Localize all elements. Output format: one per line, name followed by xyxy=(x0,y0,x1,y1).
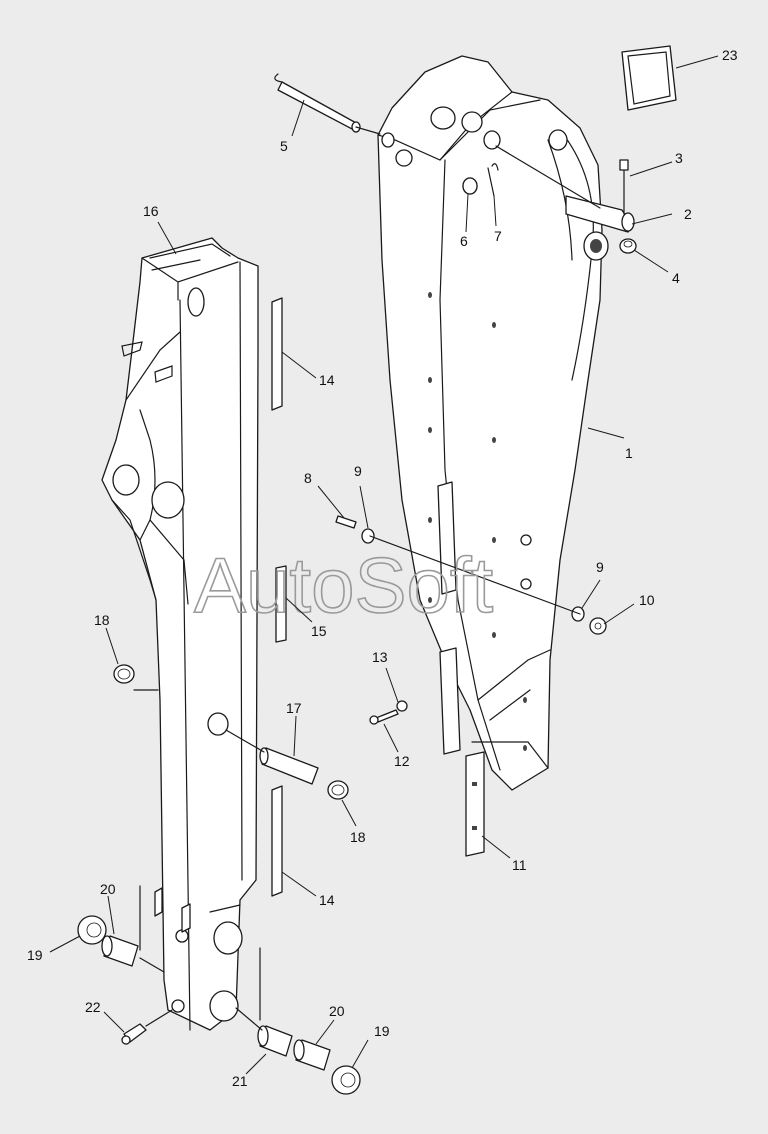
callout-23: 23 xyxy=(722,47,738,63)
small-parts xyxy=(77,45,677,1095)
strip-14a xyxy=(271,297,283,411)
ring-18b xyxy=(327,780,349,800)
callout-10: 10 xyxy=(639,592,655,608)
callout-12: 12 xyxy=(394,753,410,769)
washer-13 xyxy=(396,700,408,712)
callout-20b: 20 xyxy=(329,1003,345,1019)
callout-15: 15 xyxy=(311,623,327,639)
callout-3: 3 xyxy=(675,150,683,166)
strip-14b xyxy=(271,785,283,897)
washer-6 xyxy=(462,177,478,195)
pin-17 xyxy=(261,747,319,785)
bolt-12 xyxy=(375,709,399,723)
leader-lines xyxy=(49,55,719,1075)
callout-5: 5 xyxy=(280,138,288,154)
callout-21: 21 xyxy=(232,1073,248,1089)
ring-23 xyxy=(621,45,677,111)
callout-20a: 20 xyxy=(100,881,116,897)
callout-8: 8 xyxy=(304,470,312,486)
pin-5 xyxy=(277,81,359,131)
callout-14b: 14 xyxy=(319,892,335,908)
callout-7: 7 xyxy=(494,228,502,244)
washer-19a xyxy=(77,915,107,945)
callout-19b: 19 xyxy=(374,1023,390,1039)
watermark-text: AutoSoft xyxy=(194,541,494,629)
callout-6: 6 xyxy=(460,233,468,249)
callout-14a: 14 xyxy=(319,372,335,388)
callout-11: 11 xyxy=(512,857,527,873)
callout-9b: 9 xyxy=(596,559,604,575)
ring-18a xyxy=(113,664,135,684)
callout-labels: 1 2 3 4 5 6 7 8 9 9 10 11 12 13 14 14 15… xyxy=(27,47,738,1089)
nut-10 xyxy=(589,617,607,635)
plate-11 xyxy=(465,751,485,857)
callout-22: 22 xyxy=(85,999,101,1015)
callout-9a: 9 xyxy=(354,463,362,479)
callout-17: 17 xyxy=(286,700,302,716)
washer-9b xyxy=(571,606,585,622)
callout-4: 4 xyxy=(672,270,680,286)
callout-1: 1 xyxy=(625,445,633,461)
rod-15 xyxy=(275,565,287,643)
washer-9a xyxy=(361,528,375,544)
washer-19b xyxy=(331,1065,361,1095)
callout-16: 16 xyxy=(143,203,159,219)
callout-18a: 18 xyxy=(94,612,110,628)
callout-18b: 18 xyxy=(350,829,366,845)
callout-2: 2 xyxy=(684,206,692,222)
arm-section-left xyxy=(101,237,259,1031)
bolt-8 xyxy=(335,515,357,529)
callout-13: 13 xyxy=(372,649,388,665)
boom-section-right xyxy=(377,55,609,791)
callout-19a: 19 xyxy=(27,947,43,963)
